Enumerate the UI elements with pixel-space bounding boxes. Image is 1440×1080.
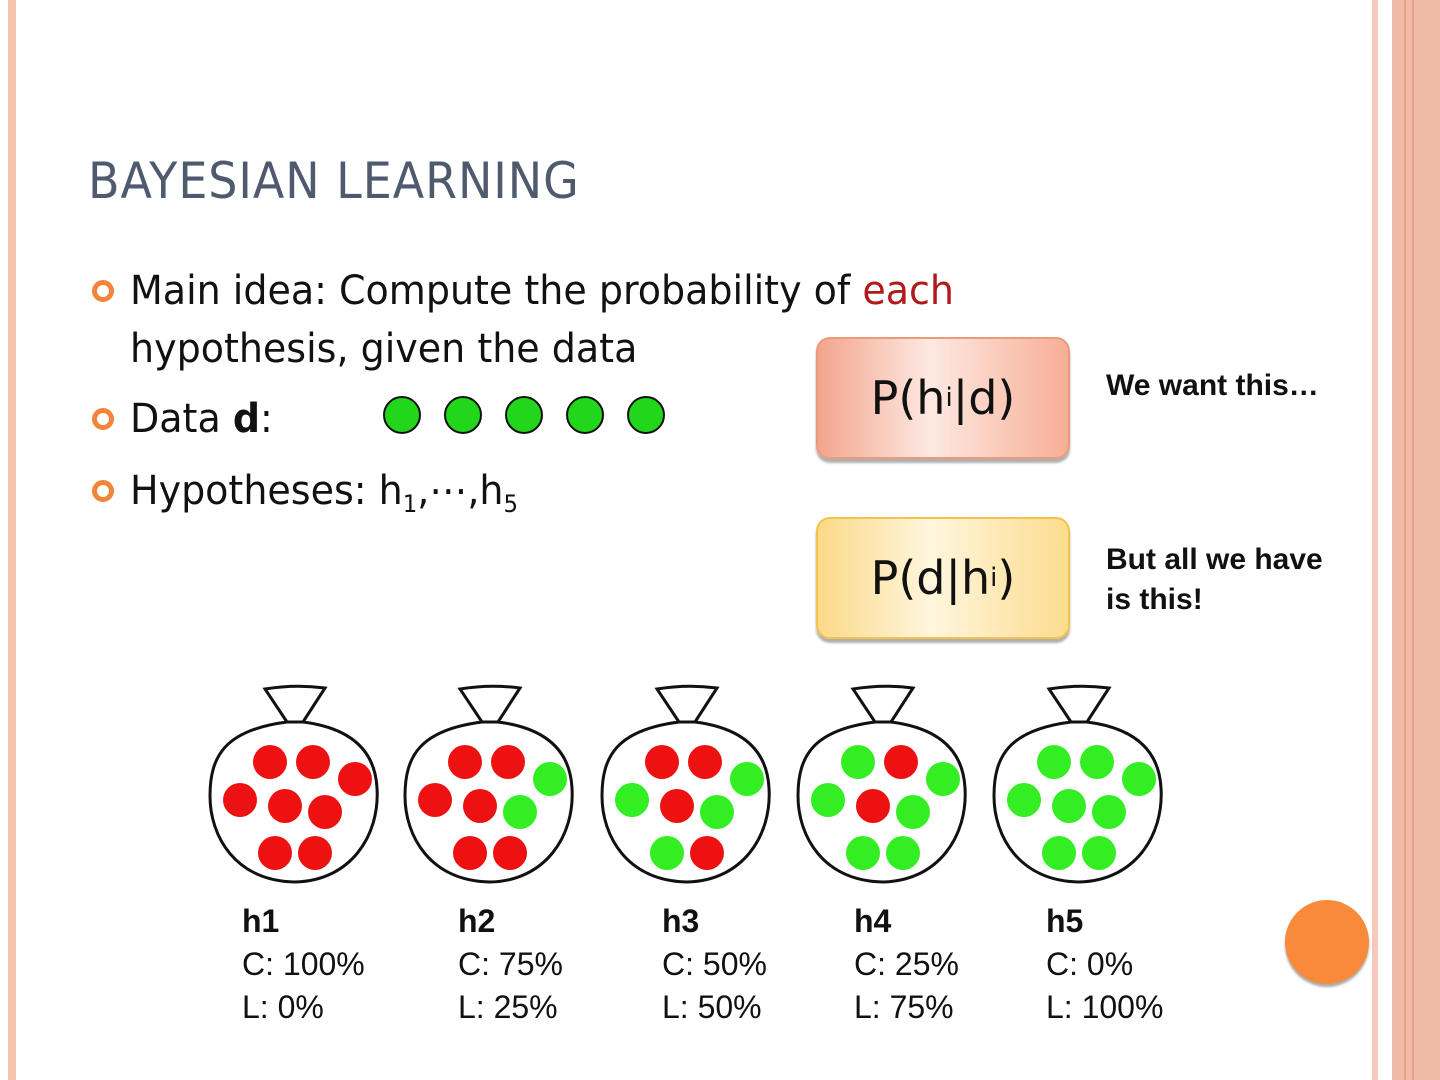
- lime-percent: L: 50%: [662, 989, 762, 1025]
- hypothesis-name: h2: [458, 903, 496, 939]
- lime-percent: L: 25%: [458, 989, 558, 1025]
- cherry-candy-icon: [253, 745, 287, 779]
- cherry-candy-icon: [453, 836, 487, 870]
- cherry-candy-icon: [856, 789, 890, 823]
- cherry-candy-icon: [463, 789, 497, 823]
- bullet-main-idea: Main idea: Compute the probability of ea…: [88, 262, 997, 378]
- lime-candy-icon: [1092, 795, 1126, 829]
- lime-candy-icon: [886, 836, 920, 870]
- bullet-hypotheses: Hypotheses: h1,⋯,h5: [88, 462, 538, 533]
- cherry-candy-icon: [308, 795, 342, 829]
- lime-candy-icon: [926, 762, 960, 796]
- lime-candy-icon: [615, 783, 649, 817]
- candy-bag-h4: [796, 684, 967, 884]
- hypothesis-name: h5: [1046, 903, 1084, 939]
- left-border-line: [8, 0, 16, 1080]
- cherry-candy-icon: [268, 789, 302, 823]
- cherry-percent: C: 0%: [1046, 946, 1134, 982]
- candy-bag-h1: [208, 684, 379, 884]
- bullet-ring-icon: [92, 408, 114, 430]
- hypothesis-label-h2: h2 C: 75% L: 25%: [458, 900, 563, 1029]
- cherry-candy-icon: [223, 783, 257, 817]
- cherry-percent: C: 100%: [242, 946, 365, 982]
- right-border-line: [1412, 0, 1414, 1080]
- lime-candy-icon: [1042, 836, 1076, 870]
- cherry-candy-icon: [660, 789, 694, 823]
- data-observations: [383, 396, 665, 434]
- cherry-candy-icon: [258, 836, 292, 870]
- lime-candy-icon: [1122, 762, 1156, 796]
- candy-bag-h3: [600, 684, 771, 884]
- candy-bags-illustration: [208, 684, 1163, 884]
- note-have-this: But all we have is this!: [1106, 543, 1323, 616]
- right-border-stripe: [1372, 0, 1378, 1080]
- lime-candy-icon: [1080, 745, 1114, 779]
- lime-candy-icon: [533, 762, 567, 796]
- hypothesis-label-h4: h4 C: 25% L: 75%: [854, 900, 959, 1029]
- cherry-candy-icon: [298, 836, 332, 870]
- hypothesis-name: h1: [242, 903, 280, 939]
- lime-candy-icon: [627, 396, 665, 434]
- hypothesis-label-h1: h1 C: 100% L: 0%: [242, 900, 365, 1029]
- slide-title: BAYESIAN LEARNING: [88, 152, 580, 210]
- cherry-candy-icon: [338, 762, 372, 796]
- hypothesis-name: h3: [662, 903, 700, 939]
- lime-candy-icon: [566, 396, 604, 434]
- cherry-candy-icon: [645, 745, 679, 779]
- lime-percent: L: 100%: [1046, 989, 1164, 1025]
- cherry-candy-icon: [418, 783, 452, 817]
- lime-candy-icon: [730, 762, 764, 796]
- lime-candy-icon: [841, 745, 875, 779]
- cherry-candy-icon: [493, 836, 527, 870]
- right-border-line: [1404, 0, 1406, 1080]
- lime-candy-icon: [505, 396, 543, 434]
- cherry-candy-icon: [296, 745, 330, 779]
- bullet-ring-icon: [92, 280, 114, 302]
- lime-candy-icon: [503, 795, 537, 829]
- right-border-band: [1392, 0, 1440, 1080]
- lime-candy-icon: [1037, 745, 1071, 779]
- lime-candy-icon: [444, 396, 482, 434]
- note-want-this: We want this…: [1106, 369, 1319, 402]
- candy-bag-h2: [403, 684, 574, 884]
- hypothesis-label-h5: h5 C: 0% L: 100%: [1046, 900, 1163, 1029]
- candy-bag-h5: [992, 684, 1163, 884]
- lime-candy-icon: [1082, 836, 1116, 870]
- lime-candy-icon: [700, 795, 734, 829]
- bullet-data: Data d:: [88, 390, 280, 448]
- cherry-candy-icon: [690, 836, 724, 870]
- highlight-each: each: [862, 268, 955, 314]
- cherry-candy-icon: [491, 745, 525, 779]
- lime-candy-icon: [811, 783, 845, 817]
- hypothesis-label-h3: h3 C: 50% L: 50%: [662, 900, 767, 1029]
- cherry-percent: C: 75%: [458, 946, 563, 982]
- lime-percent: L: 0%: [242, 989, 324, 1025]
- bullet-ring-icon: [92, 480, 114, 502]
- lime-percent: L: 75%: [854, 989, 954, 1025]
- cherry-candy-icon: [884, 745, 918, 779]
- hypothesis-name: h4: [854, 903, 892, 939]
- orange-circle-icon: [1285, 900, 1369, 984]
- cherry-percent: C: 50%: [662, 946, 767, 982]
- cherry-candy-icon: [448, 745, 482, 779]
- lime-candy-icon: [1007, 783, 1041, 817]
- lime-candy-icon: [1052, 789, 1086, 823]
- cherry-percent: C: 25%: [854, 946, 959, 982]
- lime-candy-icon: [846, 836, 880, 870]
- lime-candy-icon: [650, 836, 684, 870]
- lime-candy-icon: [383, 396, 421, 434]
- cherry-candy-icon: [688, 745, 722, 779]
- lime-candy-icon: [896, 795, 930, 829]
